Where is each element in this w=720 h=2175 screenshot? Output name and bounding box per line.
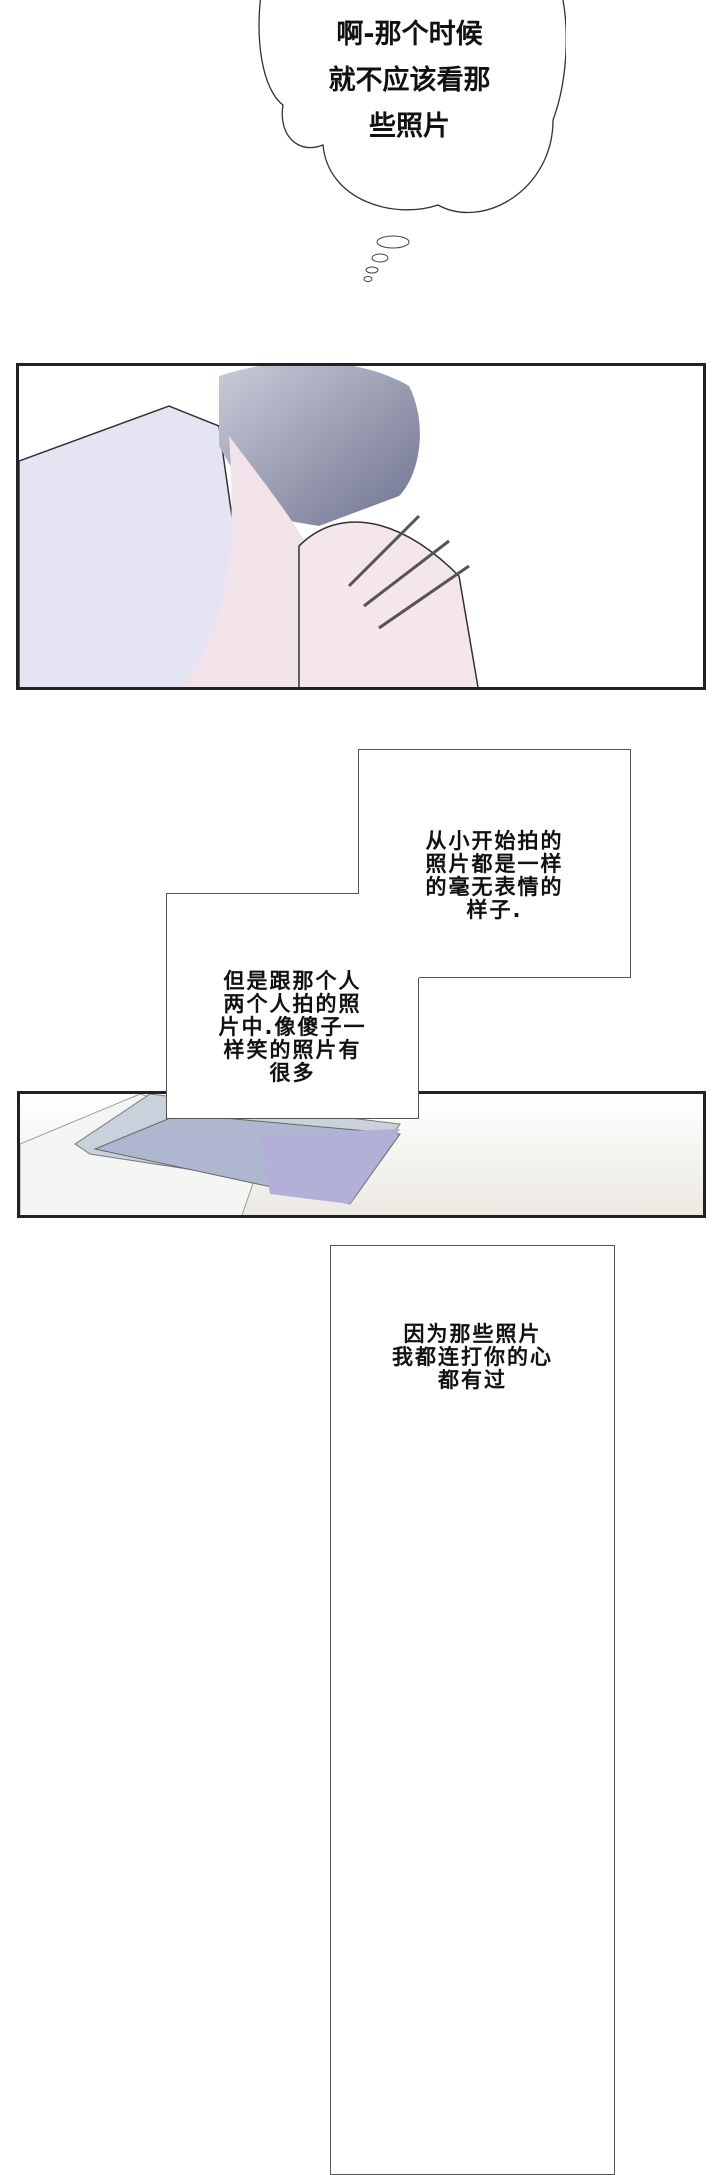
narration-text-2: 但是跟那个人 两个人拍的照 片中.像傻子一 样笑的照片有 很多 (166, 970, 419, 1085)
panel-man-covering-face (16, 363, 706, 690)
panel-scattered-photos (17, 1091, 706, 1218)
narration-line: 从小开始拍的 (425, 829, 564, 853)
thought-line: 啊-那个时候 (336, 19, 483, 50)
thought-line: 些照片 (369, 111, 450, 142)
narration-box-join (359, 892, 419, 978)
narration-line: 的毫无表情的 (425, 875, 564, 899)
narration-line: 都有过 (438, 1368, 507, 1392)
narration-line: 样子. (466, 898, 523, 922)
narration-text-3: 因为那些照片 我都连打你的心 都有过 (330, 1323, 615, 1392)
narration-line: 但是跟那个人 (223, 969, 362, 993)
photos-illustration (20, 1094, 401, 1215)
narration-line: 片中.像傻子一 (218, 1015, 367, 1039)
narration-line: 照片都是一样 (425, 852, 564, 876)
narration-line: 因为那些照片 (403, 1322, 542, 1346)
man-illustration (19, 366, 479, 687)
narration-line: 样笑的照片有 (223, 1038, 362, 1062)
thought-bubble-tail (363, 235, 410, 282)
narration-box-3 (330, 1245, 615, 2175)
thought-bubble (258, 0, 566, 214)
thought-line: 就不应该看那 (328, 65, 491, 96)
narration-line: 很多 (269, 1061, 316, 1085)
narration-text-1: 从小开始拍的 照片都是一样 的毫无表情的 样子. (358, 830, 631, 922)
narration-line: 两个人拍的照 (223, 992, 362, 1016)
narration-line: 我都连打你的心 (392, 1345, 553, 1369)
thought-bubble-text: 啊-那个时候 就不应该看那 些照片 (253, 12, 566, 150)
